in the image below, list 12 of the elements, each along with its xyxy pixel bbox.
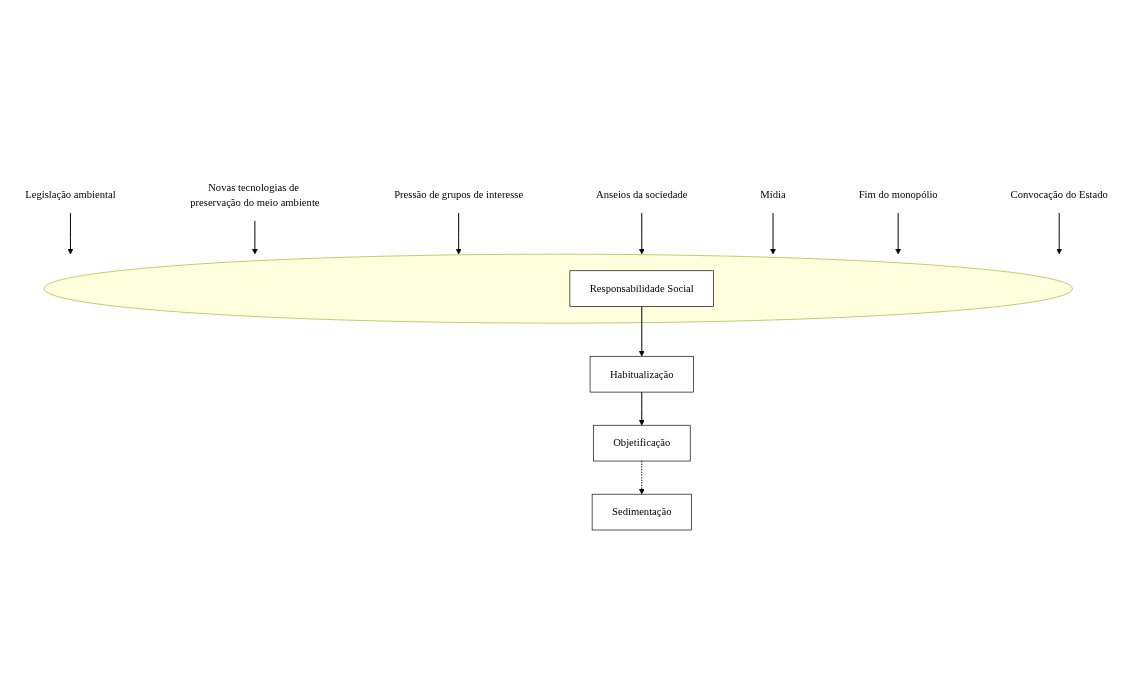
node-text: Novas tecnologias de preservação do meio ambiente xyxy=(190,181,320,209)
node-text: Pressão de grupos de interesse xyxy=(394,189,524,201)
node-text: Mídia xyxy=(760,189,786,201)
node-text: Anseios da sociedade xyxy=(596,189,688,201)
arrow xyxy=(67,212,74,255)
node-text: Fim do monopólio xyxy=(858,189,938,201)
node-box: Objetificação xyxy=(592,424,691,462)
node-box: Sedimentação xyxy=(591,493,692,531)
node-box: Habitualização xyxy=(589,355,694,393)
node-text: Legislação ambiental xyxy=(25,189,116,201)
node-box: Responsabilidade Social xyxy=(569,270,714,307)
node-text: Convocação do Estado xyxy=(1010,189,1108,201)
